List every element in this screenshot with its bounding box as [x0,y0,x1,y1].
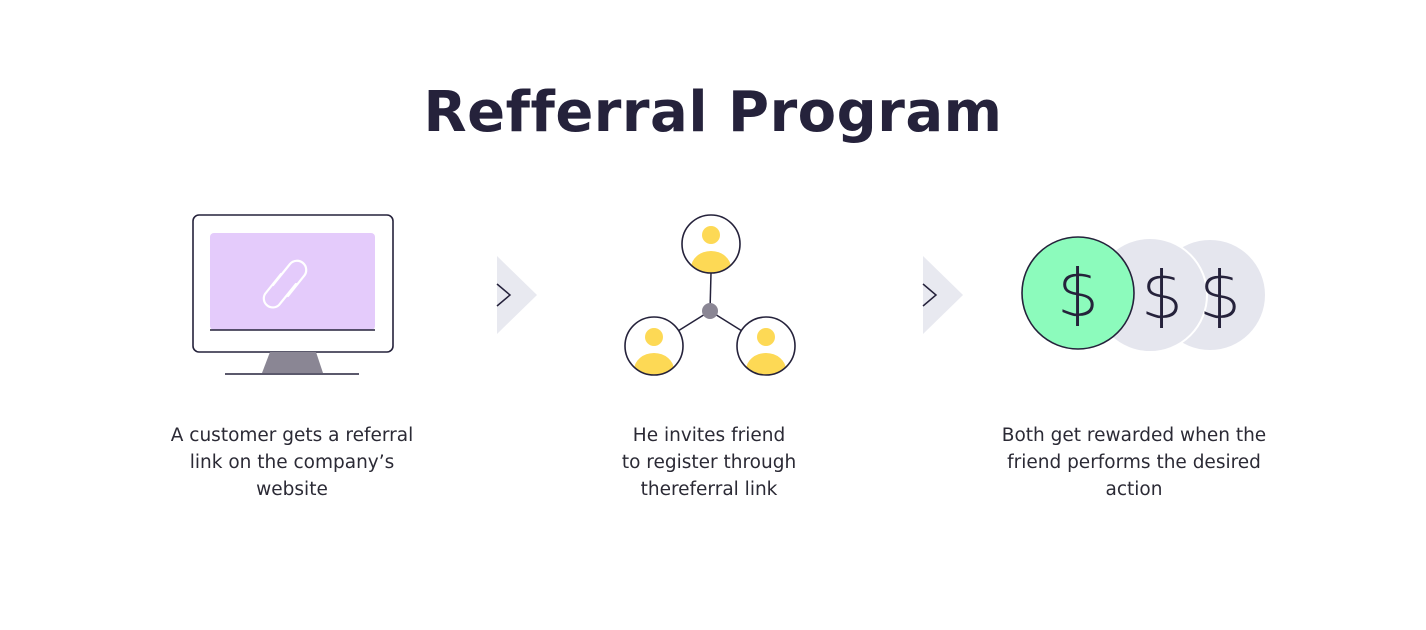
caption-line: link on the company’s [189,452,395,473]
link-icon [262,259,308,309]
people-network-icon [624,214,796,376]
caption-line: He invites friend [632,425,786,446]
person-avatar-icon [736,316,796,376]
caption-line: A customer gets a referral [170,425,414,446]
arrow-right-icon [922,256,963,334]
person-avatar-icon [624,316,684,376]
step-3-caption: Both get rewarded when the friend perfor… [974,422,1294,503]
step-1-caption: A customer gets a referral link on the c… [132,422,452,503]
dollar-coins-icon: $ $ $ [1021,236,1265,353]
coin-symbol: $ [1199,257,1241,334]
caption-line: friend performs the desired [1007,452,1261,473]
monitor-link-icon [192,214,394,375]
caption-line: to register through [621,452,797,473]
step-2-caption: He invites friend to register through th… [549,422,869,503]
page-title: Refferral Program [423,80,1003,145]
coin-symbol: $ [1141,257,1183,334]
person-avatar-icon [681,214,741,274]
caption-line: action [1105,479,1163,500]
caption-line: website [256,479,328,500]
caption-line: Both get rewarded when the [1001,425,1267,446]
caption-line: thereferral link [640,479,778,500]
arrow-right-icon [496,256,537,334]
coin-symbol: $ [1057,255,1099,332]
